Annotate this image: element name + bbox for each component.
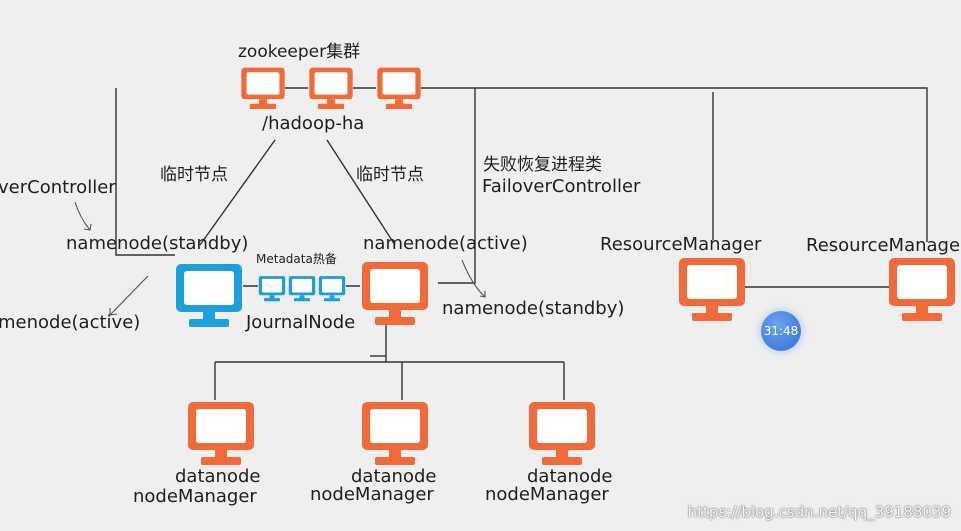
zk-top-right-connector xyxy=(421,87,928,242)
nodemanager-2-label: nodeManager xyxy=(310,484,434,505)
zookeeper-node-1-icon xyxy=(241,67,285,110)
zk-path-label: /hadoop-ha xyxy=(262,113,365,134)
annotation-arrows xyxy=(74,201,486,316)
datanode-bus xyxy=(215,320,564,363)
metadata-label: Metadata热备 xyxy=(256,252,337,266)
namenode-standby-monitor-icon xyxy=(176,264,242,327)
connector-lines xyxy=(115,87,928,400)
datanode-2-monitor-icon xyxy=(362,402,428,465)
resource-manager-1-monitor-icon xyxy=(679,258,745,321)
datanode-2-label: datanode xyxy=(351,466,437,487)
namenode-standby-left-label: namenode(standby) xyxy=(66,233,249,254)
journalnode-label: JournalNode xyxy=(246,312,356,333)
datanode-drops xyxy=(214,362,565,400)
ephemeral-node-right-label: 临时节点 xyxy=(356,165,424,185)
resource-manager-2-monitor-icon xyxy=(889,258,955,321)
datanode-3-label: datanode xyxy=(527,466,613,487)
datanode-3-monitor-icon xyxy=(529,402,595,465)
ephemeral-right-line xyxy=(326,139,396,246)
datanode-1-label: datanode xyxy=(175,466,261,487)
namenode-active-monitor-icon xyxy=(362,262,428,325)
failover-controller-en-label: FailoverController xyxy=(482,176,641,197)
failover-controller-cn-label: 失败恢复进程类 xyxy=(483,155,602,175)
zk-left-connector xyxy=(115,88,175,256)
failover-controller-left-label: verController xyxy=(0,177,116,198)
namenode-active-left-label: menode(active) xyxy=(0,312,141,333)
nodemanager-1-label: nodeManager xyxy=(133,486,257,507)
csdn-watermark: https://blog.csdn.net/qq_39188039 xyxy=(687,503,951,521)
failover-right-connector xyxy=(438,88,476,284)
datanode-1-monitor-icon xyxy=(188,402,254,465)
namenode-standby-right-label: namenode(standby) xyxy=(442,298,625,319)
zookeeper-cluster-label: zookeeper集群 xyxy=(238,42,361,62)
ephemeral-left-line xyxy=(199,139,276,246)
journalnode-2-icon xyxy=(288,276,316,302)
journalnode-3-icon xyxy=(318,276,346,302)
resource-manager-2-label: ResourceManage xyxy=(806,235,961,256)
journalnode-1-icon xyxy=(258,276,286,302)
video-timer-badge[interactable]: 31:48 xyxy=(761,311,801,351)
namenode-active-right-label: namenode(active) xyxy=(363,233,528,254)
zookeeper-node-3-icon xyxy=(377,67,421,110)
ephemeral-node-left-label: 临时节点 xyxy=(160,165,228,185)
zookeeper-node-2-icon xyxy=(309,67,353,110)
nodemanager-3-label: nodeManager xyxy=(485,484,609,505)
resource-manager-1-label: ResourceManager xyxy=(600,234,762,255)
